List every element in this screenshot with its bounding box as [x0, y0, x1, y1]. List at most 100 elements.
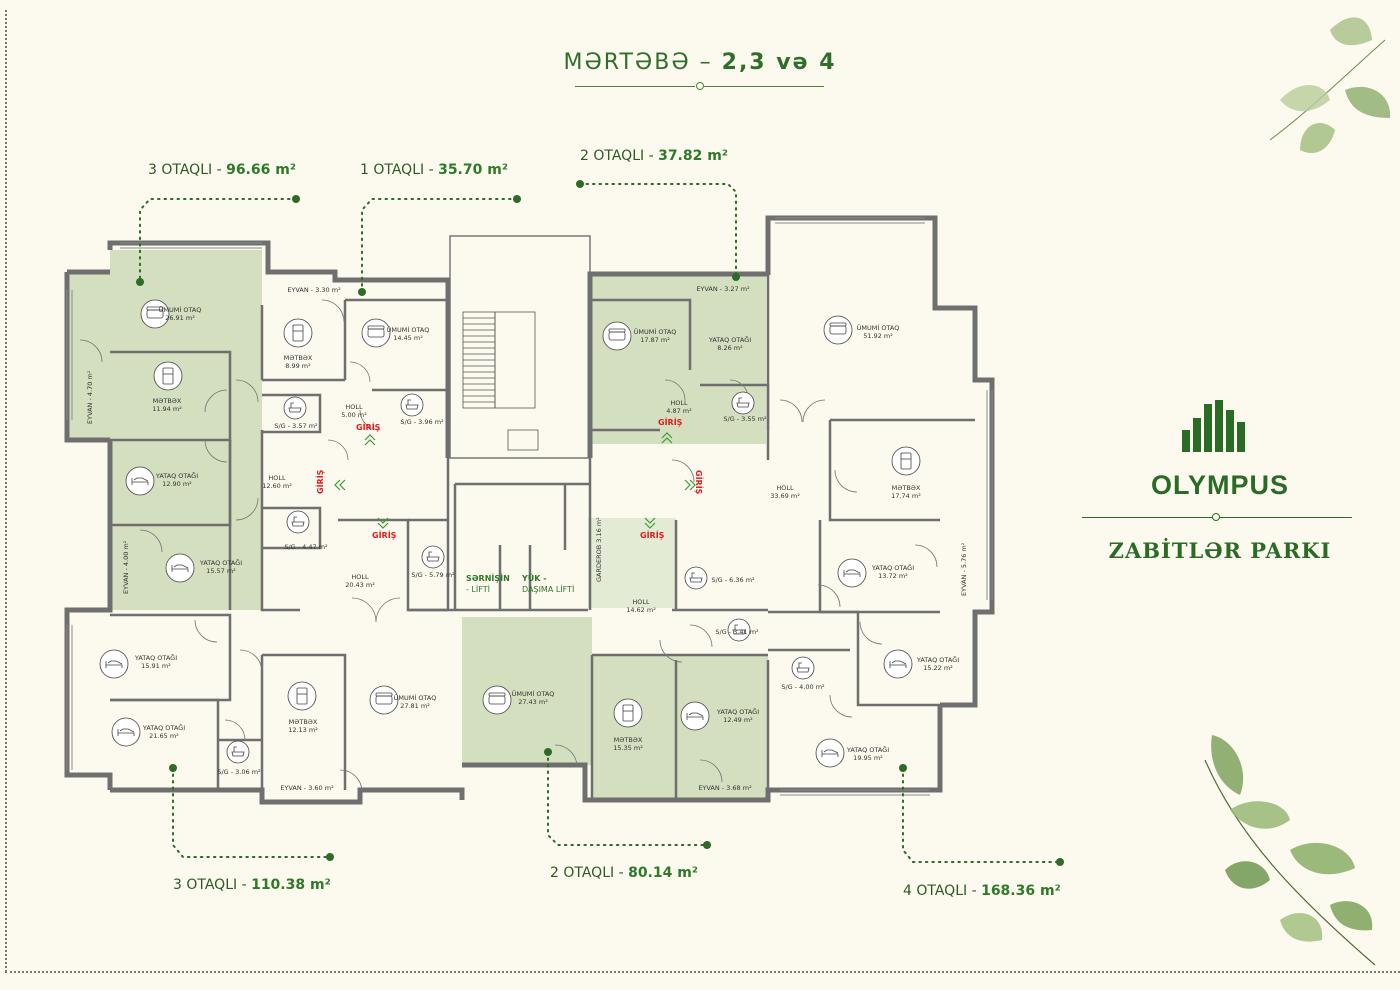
leader-dots: [136, 180, 1064, 866]
apartment-label-5: 2 OTAQLI - 80.14 m²: [550, 865, 698, 881]
apartment-2-room-80-hall: [588, 518, 676, 608]
passenger-lift-label: SƏRNİŞİN- LİFTİ: [466, 574, 510, 594]
apartment-3-room-96: [67, 250, 262, 610]
living-room-icon: [823, 315, 853, 345]
bed-icon: [111, 717, 141, 747]
room-label: S/G - 3.96 m²: [400, 418, 444, 426]
balcony-label-vertical: EYVAN - 5.76 m²: [960, 542, 968, 596]
bed-icon: [125, 466, 155, 496]
apartment-label-2: 1 OTAQLI - 35.70 m²: [360, 162, 508, 178]
stair-core: [449, 235, 591, 459]
floor-label: MƏRTƏBƏ: [563, 50, 691, 75]
room-label: EYVAN - 3.60 m²: [280, 784, 334, 792]
room-label: EYVAN - 3.68 m²: [698, 784, 752, 792]
room-label: S/G - 3.57 m²: [274, 422, 318, 430]
room-label: S/G - 3.06 m²: [217, 768, 261, 776]
title-rule-right: [704, 86, 824, 87]
room-label: S/G - 3.41 m²: [715, 628, 759, 636]
entry-arrows: [334, 432, 696, 529]
entry-label: GİRİŞ: [356, 423, 381, 432]
kitchen-icon: [153, 361, 183, 391]
room-label: S/G - 6.36 m²: [711, 576, 755, 584]
bed-icon: [680, 701, 710, 731]
apartment-label-4: 3 OTAQLI - 110.38 m²: [173, 877, 331, 893]
apartment-2-room-37: [588, 274, 766, 444]
bathtub-icon: [286, 510, 310, 534]
kitchen-icon: [613, 698, 643, 728]
bathtub-icon: [421, 545, 445, 569]
doors: [79, 299, 938, 793]
leader-lines: [139, 183, 1061, 863]
living-room-icon: [602, 321, 632, 351]
bathtub-icon: [283, 396, 307, 420]
bed-icon: [99, 649, 129, 679]
bathtub-icon: [226, 740, 250, 764]
entry-label-vertical: GİRİŞ: [316, 469, 325, 494]
room-label: S/G - 4.47 m²: [284, 543, 328, 551]
brand-subtitle: ZABİTLƏR PARKI: [1108, 538, 1332, 563]
floor-title: MƏRTƏBƏ – 2,3 və 4: [563, 50, 837, 75]
bathtub-icon: [791, 656, 815, 680]
wardrobe-label-vertical: GARDEROB 3.16 m²: [595, 517, 603, 582]
apartment-label-3: 2 OTAQLI - 37.82 m²: [580, 148, 728, 164]
room-label: S/G - 4.00 m²: [781, 683, 825, 691]
dotted-frame-left: [5, 10, 7, 972]
dotted-frame-bottom: [5, 971, 1400, 973]
apartment-label-6: 4 OTAQLI - 168.36 m²: [903, 883, 1061, 899]
balcony-label-vertical: EYVAN - 4.00 m²: [122, 540, 130, 594]
entry-label-vertical: GİRİŞ: [694, 470, 703, 495]
bed-icon: [883, 649, 913, 679]
living-room-icon: [482, 685, 512, 715]
room-label: EYVAN - 3.30 m²: [287, 286, 341, 294]
bed-icon: [815, 738, 845, 768]
kitchen-icon: [891, 446, 921, 476]
leaf-branch-top-icon: [1269, 17, 1391, 154]
room-label: EYVAN - 3.27 m²: [696, 285, 750, 293]
room-label: S/G - 3.55 m²: [723, 415, 767, 423]
windows: [66, 217, 993, 796]
bathtub-icon: [731, 391, 755, 415]
kitchen-icon: [287, 681, 317, 711]
olympus-logo-icon: [1182, 400, 1245, 452]
room-label: S/G - 5.79 m²: [411, 571, 455, 579]
bed-icon: [165, 553, 195, 583]
kitchen-icon: [283, 318, 313, 348]
entry-label: GİRİŞ: [658, 418, 683, 427]
bed-icon: [837, 558, 867, 588]
bathtub-icon: [684, 566, 708, 590]
brand-dot: [1212, 513, 1220, 521]
leaf-branch-bottom-icon: [1204, 735, 1376, 966]
bathtub-icon: [400, 393, 424, 417]
title-rule-left: [575, 86, 695, 87]
apartment-2-room-80-b: [592, 655, 768, 800]
interior-walls: [108, 275, 975, 800]
balcony-label-vertical: EYVAN - 4.70 m²: [86, 370, 94, 424]
